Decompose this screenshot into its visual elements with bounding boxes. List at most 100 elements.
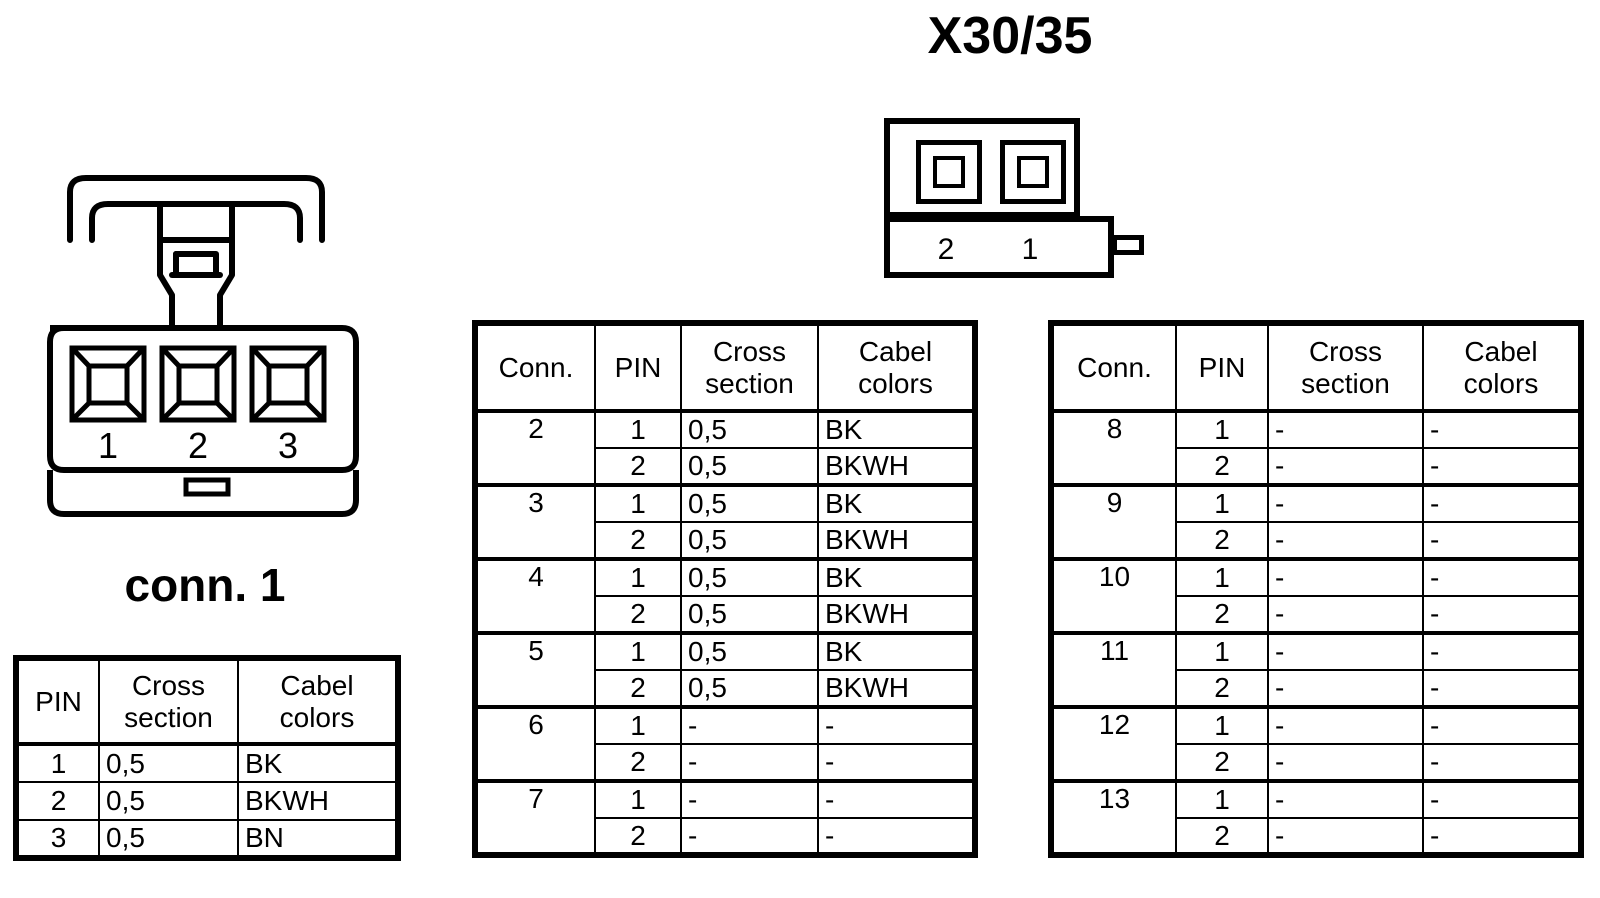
cell-cabel-color: -	[817, 779, 976, 819]
cell-cross-section: -	[1267, 705, 1424, 745]
conn1-connector-drawing: 1 2 3	[40, 170, 370, 530]
table-header-row: Conn. PIN Cross section Cabel colors	[1050, 322, 1582, 413]
header-pin-line1: PIN	[614, 351, 662, 383]
svg-text:1: 1	[98, 425, 118, 466]
cell-cabel-color: -	[1422, 669, 1582, 708]
cell-cross-section: 0,5	[680, 595, 819, 634]
cell-cabel-color: -	[817, 705, 976, 745]
cell-cross-section: -	[1267, 817, 1424, 856]
x3035-socket-1	[1000, 140, 1066, 204]
table-row: 2--	[1051, 521, 1582, 560]
cell-cabel-color: BKWH	[817, 669, 976, 708]
header-cross-line2: section	[705, 367, 794, 399]
header-conn-line1: Conn.	[1077, 351, 1152, 383]
cell-connector-number: 2	[474, 409, 596, 486]
header-color-line1: Cabel	[280, 670, 354, 702]
cell-cabel-color: BKWH	[237, 781, 399, 821]
cell-cabel-color: BK	[817, 557, 976, 597]
cell-pin: 2	[1175, 669, 1269, 708]
cell-pin: 2	[15, 781, 100, 821]
cell-pin: 1	[594, 557, 682, 597]
cell-cross-section: -	[680, 743, 819, 782]
cell-pin: 1	[1175, 631, 1269, 671]
x3035-upper-housing	[884, 118, 1080, 218]
cell-cross-section: 0,5	[98, 819, 239, 859]
header-color-line2: colors	[858, 367, 933, 399]
cell-pin: 1	[1175, 483, 1269, 523]
cell-cross-section: -	[1267, 669, 1424, 708]
conn1-caption: conn. 1	[124, 559, 286, 611]
cell-cross-section: 0,5	[680, 669, 819, 708]
cell-cabel-color: -	[1422, 595, 1582, 634]
cell-cross-section: -	[680, 779, 819, 819]
table-row: 2--	[1051, 447, 1582, 486]
cell-pin: 1	[594, 705, 682, 745]
table-header-row: PIN Cross section Cabel colors	[15, 657, 399, 746]
cell-cross-section: 0,5	[680, 409, 819, 449]
cell-connector-number: 7	[474, 779, 596, 856]
cell-pin: 2	[594, 743, 682, 782]
cell-pin: 1	[1175, 409, 1269, 449]
header-pin-line1: PIN	[35, 685, 82, 717]
cell-cabel-color: -	[1422, 409, 1582, 449]
cell-cross-section: -	[1267, 557, 1424, 597]
table-row: 2--	[1051, 595, 1582, 634]
table-row: 2--	[1051, 817, 1582, 856]
cell-pin: 1	[594, 409, 682, 449]
header-conn-line1: Conn.	[498, 351, 574, 383]
cell-pin: 1	[1175, 779, 1269, 819]
cell-connector-number: 5	[474, 631, 596, 708]
cell-connector-number: 6	[474, 705, 596, 782]
header-cross-line1: Cross	[712, 336, 787, 368]
cell-cross-section: -	[1267, 743, 1424, 782]
header-conn: Conn.	[1050, 322, 1177, 413]
cell-connector-number: 9	[1050, 483, 1177, 560]
cell-pin: 3	[15, 819, 100, 859]
cell-cross-section: 0,5	[98, 743, 239, 783]
cell-connector-number: 13	[1050, 779, 1177, 856]
cell-cross-section: 0,5	[680, 557, 819, 597]
header-pin: PIN	[15, 657, 100, 746]
x3035-latch-tab	[1112, 235, 1144, 255]
cell-cross-section: 0,5	[680, 447, 819, 486]
table-row: 2--	[1051, 743, 1582, 782]
cell-cross-section: 0,5	[680, 521, 819, 560]
table-header-row: Conn. PIN Cross section Cabel colors	[474, 322, 976, 413]
cell-cabel-color: -	[1422, 779, 1582, 819]
header-color-line1: Cabel	[1464, 336, 1538, 368]
cell-cross-section: 0,5	[98, 781, 239, 821]
cell-pin: 2	[594, 595, 682, 634]
cell-pin: 2	[594, 669, 682, 708]
cell-pin: 2	[594, 817, 682, 856]
cell-connector-number: 8	[1050, 409, 1177, 486]
cell-connector-number: 4	[474, 557, 596, 634]
cell-cabel-color: BKWH	[817, 595, 976, 634]
header-cross-line2: section	[1301, 367, 1390, 399]
header-conn: Conn.	[474, 322, 596, 413]
cell-cabel-color: -	[1422, 705, 1582, 745]
cell-cabel-color: -	[1422, 557, 1582, 597]
svg-text:2: 2	[188, 425, 208, 466]
cell-cabel-color: BKWH	[817, 447, 976, 486]
table-row: 2--	[475, 817, 976, 856]
cell-cabel-color: -	[1422, 483, 1582, 523]
x3035-lower-housing: 2 1	[884, 216, 1114, 278]
x3035-pin-label-2: 2	[937, 233, 955, 266]
header-cabel-colors: Cabel colors	[237, 657, 399, 746]
cell-pin: 2	[594, 447, 682, 486]
table-row: 2--	[475, 743, 976, 782]
cell-pin: 2	[1175, 595, 1269, 634]
